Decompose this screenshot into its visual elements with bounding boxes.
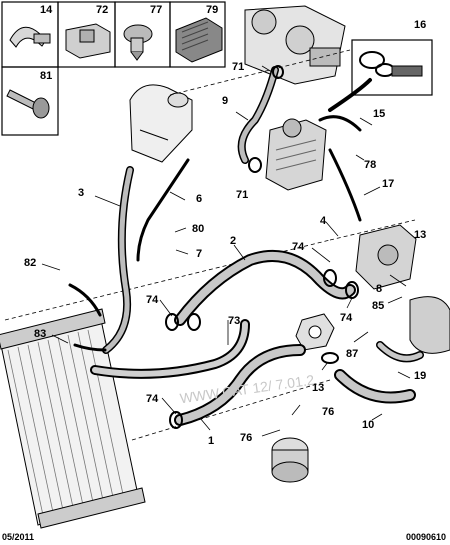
callout-74-d: 74 [146, 393, 159, 405]
callout-17: 17 [382, 178, 394, 190]
bolt-part-81 [6, 89, 50, 119]
callout-87: 87 [346, 348, 358, 360]
callout-71-top: 71 [232, 61, 244, 73]
callout-77: 77 [150, 4, 162, 16]
leader-lines [41, 65, 411, 437]
pipe-part-15 [318, 115, 362, 132]
callout-16: 16 [414, 19, 426, 31]
hardware-grid [1, 1, 226, 136]
callout-4: 4 [320, 215, 327, 227]
expansion-tank [129, 84, 193, 163]
callout-13-b: 13 [312, 382, 324, 394]
callout-78: 78 [364, 159, 376, 171]
thermostat-housing-assembly [244, 5, 346, 85]
callout-73: 73 [228, 315, 240, 327]
bleed-hose [328, 78, 372, 112]
callout-76-a: 76 [322, 406, 334, 418]
callout-6: 6 [196, 193, 202, 205]
callout-74-c: 74 [340, 312, 353, 324]
hoses [68, 66, 424, 426]
callout-9: 9 [222, 95, 228, 107]
callout-19: 19 [414, 370, 426, 382]
water-pump-outlet [355, 224, 450, 354]
callout-13-a: 13 [414, 229, 426, 241]
callout-10: 10 [362, 419, 374, 431]
callout-72: 72 [96, 4, 108, 16]
callout-14: 14 [40, 4, 53, 16]
callout-82: 82 [24, 257, 36, 269]
callout-74-a: 74 [292, 241, 305, 253]
callout-2: 2 [230, 235, 236, 247]
callout-7: 7 [196, 248, 202, 260]
diagram-date: 05/2011 [2, 532, 35, 542]
callout-3: 3 [78, 187, 84, 199]
callout-71-mid: 71 [236, 189, 248, 201]
pipe-part-6 [136, 158, 190, 262]
diagram-document-number: 00090610 [405, 532, 446, 542]
callout-81: 81 [40, 70, 52, 82]
callout-85: 85 [372, 300, 384, 312]
flange-part-13 [295, 313, 339, 364]
callout-80: 80 [192, 223, 204, 235]
callout-8: 8 [376, 283, 382, 295]
clip-part-14 [9, 26, 51, 48]
screw-part-77 [123, 24, 153, 61]
callout-74-b: 74 [146, 294, 159, 306]
coolant-housing [271, 437, 309, 483]
bracket-part-72 [65, 23, 111, 59]
callout-labels: 14 72 77 79 81 16 71 9 15 78 71 17 3 6 8… [24, 4, 426, 447]
callout-79: 79 [206, 4, 218, 16]
dashed-reference-lines [4, 49, 416, 441]
pipe-part-17 [328, 148, 362, 222]
callout-15: 15 [373, 108, 385, 120]
radiator [0, 308, 146, 529]
callout-1: 1 [208, 435, 214, 447]
oil-cooler [265, 118, 327, 191]
hose-clamps [165, 65, 359, 429]
callout-76-b: 76 [240, 432, 252, 444]
seal-kit-part-16 [351, 39, 433, 96]
callout-83: 83 [34, 328, 46, 340]
rubber-mount-part-79 [175, 17, 223, 63]
